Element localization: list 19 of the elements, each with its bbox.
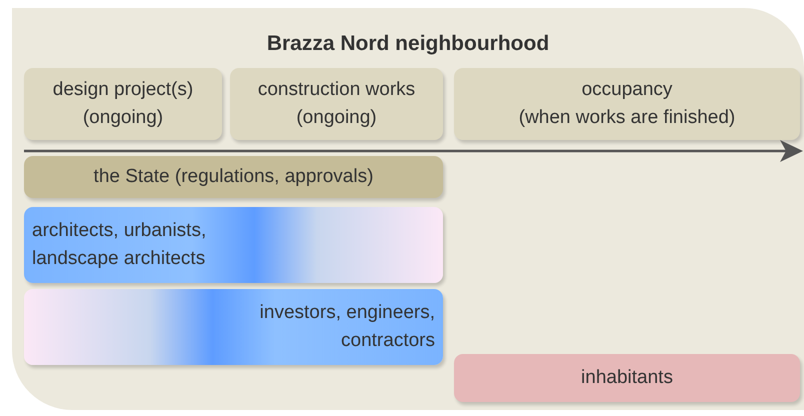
- actor-bar: [454, 354, 800, 402]
- actor-bar: [24, 156, 443, 198]
- phase-box: [24, 68, 222, 140]
- phase-box: [230, 68, 443, 140]
- panel-background: [12, 8, 804, 410]
- phase-box: [454, 68, 800, 140]
- phase-note: (when works are finished): [518, 106, 736, 130]
- actor-label: the State (regulations, approvals): [92, 165, 374, 189]
- actor-label: investors, engineers, contractors: [258, 301, 435, 353]
- actor-bar: [24, 207, 443, 283]
- actor-label: architects, urbanists, landscape architects: [32, 219, 208, 271]
- phase-note: (ongoing): [82, 106, 164, 130]
- phase-note: (ongoing): [295, 106, 378, 130]
- actor-label: inhabitants: [580, 366, 674, 390]
- phase-label: occupancy: [580, 78, 674, 102]
- phase-label: construction works: [256, 78, 416, 102]
- phase-label: design project(s): [52, 78, 194, 102]
- actor-bar: [24, 289, 443, 365]
- panel-heading: Brazza Nord neighbourhood: [266, 32, 550, 56]
